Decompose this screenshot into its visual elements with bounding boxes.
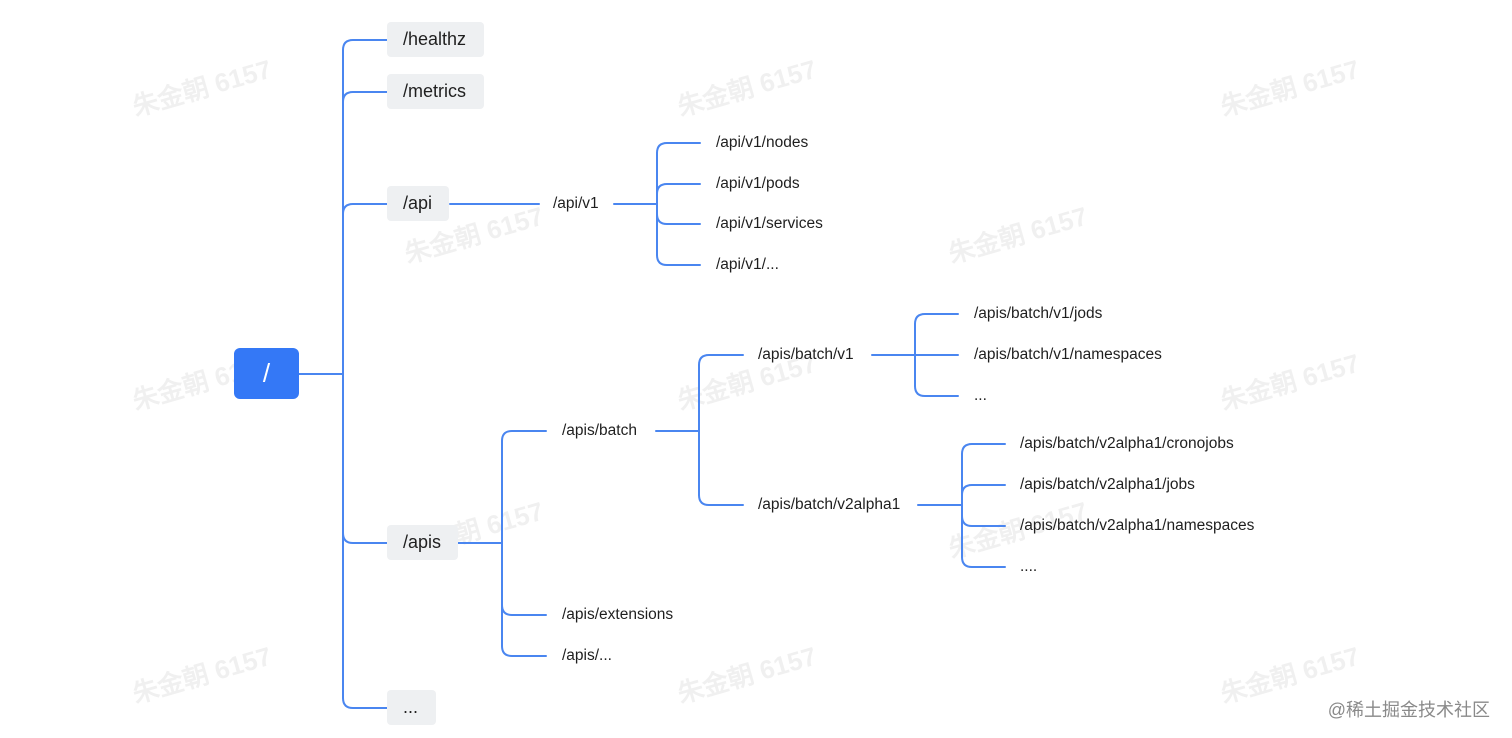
source-credit: @稀土掘金技术社区 [1327, 700, 1490, 720]
connector [961, 515, 1006, 527]
connector [342, 39, 389, 51]
node-api-v1-services[interactable]: /api/v1/services [716, 215, 823, 232]
connector [914, 385, 959, 397]
root-node[interactable]: / [234, 348, 299, 399]
connector [961, 556, 1006, 568]
connector [342, 91, 389, 103]
connector [656, 142, 701, 154]
connector [342, 532, 389, 544]
connector [961, 484, 1006, 496]
connector [342, 697, 389, 709]
node-apis-more[interactable]: /apis/... [562, 647, 612, 664]
node-batch-v2alpha1[interactable]: /apis/batch/v2alpha1 [758, 496, 901, 513]
connector [501, 430, 547, 442]
node-batch-v1-namespaces[interactable]: /apis/batch/v1/namespaces [974, 346, 1162, 363]
node-batch-v1[interactable]: /apis/batch/v1 [758, 346, 854, 363]
node-api[interactable]: /api [387, 186, 449, 221]
connector [342, 203, 389, 215]
connector [698, 494, 744, 506]
node-api-v1-more[interactable]: /api/v1/... [716, 256, 779, 273]
node-apis-batch[interactable]: /apis/batch [562, 422, 637, 439]
connector [698, 354, 744, 366]
connector [501, 645, 547, 657]
node-api-v1-nodes[interactable]: /api/v1/nodes [716, 134, 809, 151]
node-v2alpha1-more[interactable]: .... [1020, 558, 1038, 575]
node-api-v1-pods[interactable]: /api/v1/pods [716, 175, 800, 192]
node-api-v1[interactable]: /api/v1 [553, 195, 599, 212]
node-v2alpha1-cronojobs[interactable]: /apis/batch/v2alpha1/cronojobs [1020, 435, 1234, 452]
node-batch-v1-more[interactable]: ... [974, 387, 987, 404]
connector [914, 313, 959, 325]
connector [961, 443, 1006, 455]
node-healthz[interactable]: /healthz [387, 22, 484, 57]
node-v2alpha1-jobs[interactable]: /apis/batch/v2alpha1/jobs [1020, 476, 1195, 493]
node-apis-extensions[interactable]: /apis/extensions [562, 606, 674, 623]
node-v2alpha1-namespaces[interactable]: /apis/batch/v2alpha1/namespaces [1020, 517, 1255, 534]
connector [656, 254, 701, 266]
connector [656, 213, 701, 225]
node-batch-v1-jods[interactable]: /apis/batch/v1/jods [974, 305, 1103, 322]
node-apis[interactable]: /apis [387, 525, 458, 560]
node-metrics[interactable]: /metrics [387, 74, 484, 109]
node-more[interactable]: ... [387, 690, 436, 725]
connector [501, 604, 547, 616]
connector [656, 183, 701, 195]
